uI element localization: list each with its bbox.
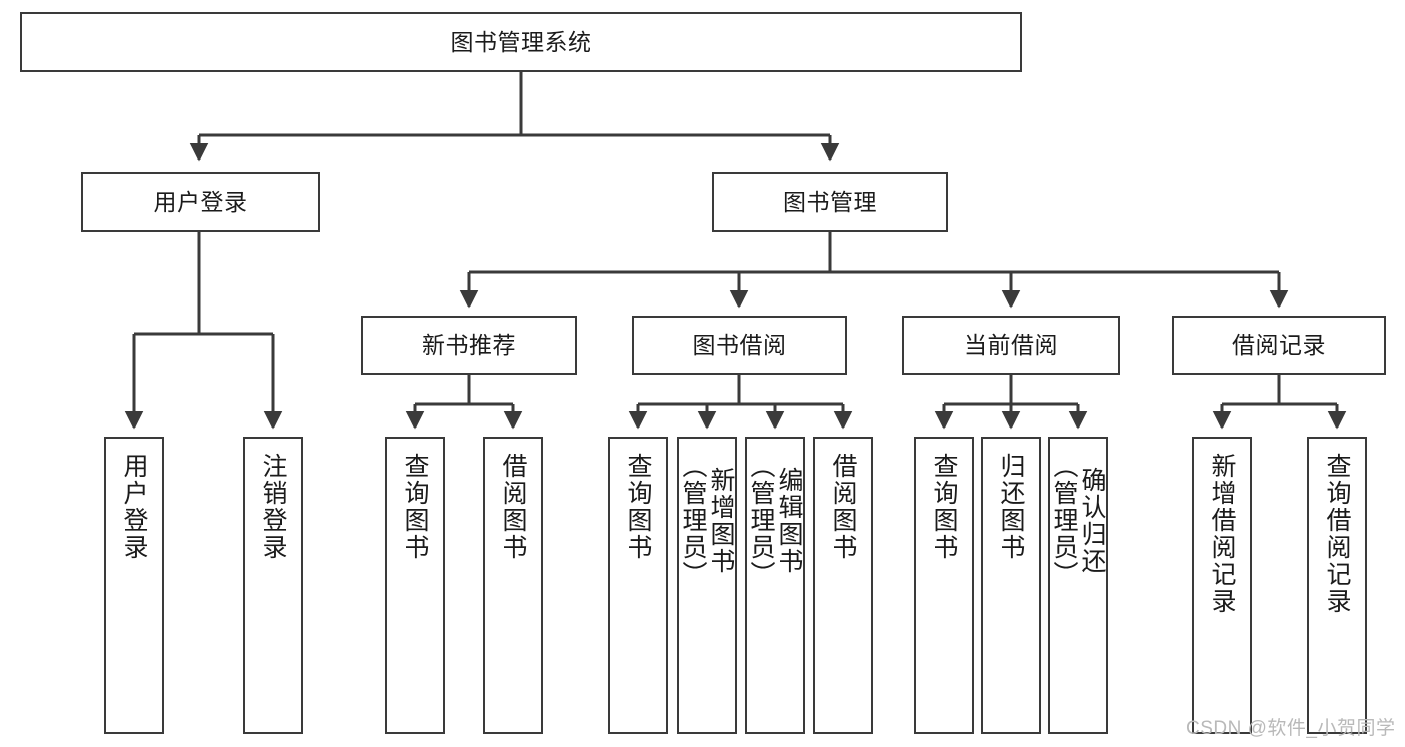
node-leaf-query-book-3[interactable]: 查询图书 (914, 437, 974, 734)
node-leaf-query-book-1[interactable]: 查询图书 (385, 437, 445, 734)
node-book-management-label: 图书管理 (783, 188, 877, 215)
node-leaf-user-login[interactable]: 用户登录 (104, 437, 164, 734)
node-leaf-edit-book[interactable]: 编辑图书 （管理员） (745, 437, 805, 734)
node-borrow-record[interactable]: 借阅记录 (1172, 316, 1386, 375)
node-new-book-recommend-label: 新书推荐 (422, 332, 516, 358)
node-current-borrow[interactable]: 当前借阅 (902, 316, 1120, 375)
node-new-book-recommend[interactable]: 新书推荐 (361, 316, 577, 375)
node-book-borrow-label: 图书借阅 (692, 332, 787, 358)
node-leaf-borrow-book-2[interactable]: 借阅图书 (813, 437, 873, 734)
node-leaf-query-record[interactable]: 查询借阅记录 (1307, 437, 1367, 734)
node-leaf-query-book-1-label: 查询图书 (401, 453, 429, 561)
node-leaf-borrow-book-2-label: 借阅图书 (829, 453, 857, 561)
node-root-label: 图书管理系统 (450, 28, 592, 55)
node-leaf-query-record-label: 查询借阅记录 (1323, 453, 1351, 615)
node-leaf-add-record[interactable]: 新增借阅记录 (1192, 437, 1252, 734)
node-leaf-add-book[interactable]: 新增图书 （管理员） (677, 437, 737, 734)
node-leaf-logout-login[interactable]: 注销登录 (243, 437, 303, 734)
csdn-watermark: CSDN @软件_小贺同学 (1186, 718, 1396, 739)
node-leaf-query-book-3-label: 查询图书 (930, 453, 958, 561)
node-leaf-add-record-label: 新增借阅记录 (1208, 453, 1236, 615)
node-borrow-record-label: 借阅记录 (1232, 332, 1326, 358)
node-current-borrow-label: 当前借阅 (964, 332, 1058, 358)
node-leaf-confirm-return[interactable]: 确认归还 （管理员） (1048, 437, 1108, 734)
node-leaf-edit-book-label: 编辑图书 （管理员） (747, 453, 803, 588)
node-leaf-add-book-label: 新增图书 （管理员） (679, 453, 735, 588)
node-root[interactable]: 图书管理系统 (20, 12, 1022, 72)
node-leaf-logout-login-label: 注销登录 (259, 453, 287, 561)
node-user-login[interactable]: 用户登录 (81, 172, 320, 232)
node-leaf-return-book[interactable]: 归还图书 (981, 437, 1041, 734)
node-leaf-query-book-2-label: 查询图书 (624, 453, 652, 561)
node-user-login-label: 用户登录 (153, 188, 248, 215)
node-leaf-return-book-label: 归还图书 (997, 453, 1025, 561)
node-leaf-confirm-return-label: 确认归还 （管理员） (1050, 453, 1106, 588)
node-book-borrow[interactable]: 图书借阅 (632, 316, 847, 375)
node-leaf-borrow-book-1[interactable]: 借阅图书 (483, 437, 543, 734)
node-leaf-user-login-label: 用户登录 (120, 453, 148, 561)
node-leaf-query-book-2[interactable]: 查询图书 (608, 437, 668, 734)
node-leaf-borrow-book-1-label: 借阅图书 (499, 453, 527, 561)
node-book-management[interactable]: 图书管理 (712, 172, 948, 232)
